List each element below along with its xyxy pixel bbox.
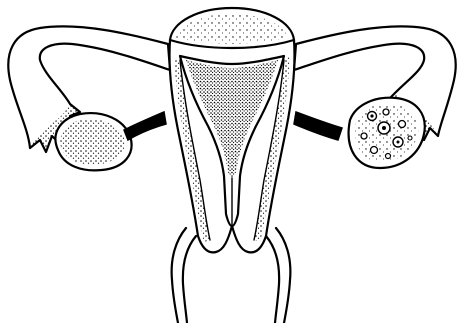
vagina-tube — [172, 228, 291, 323]
right-ovary — [294, 98, 425, 168]
left-ovary — [55, 112, 166, 170]
uterus — [169, 8, 294, 252]
